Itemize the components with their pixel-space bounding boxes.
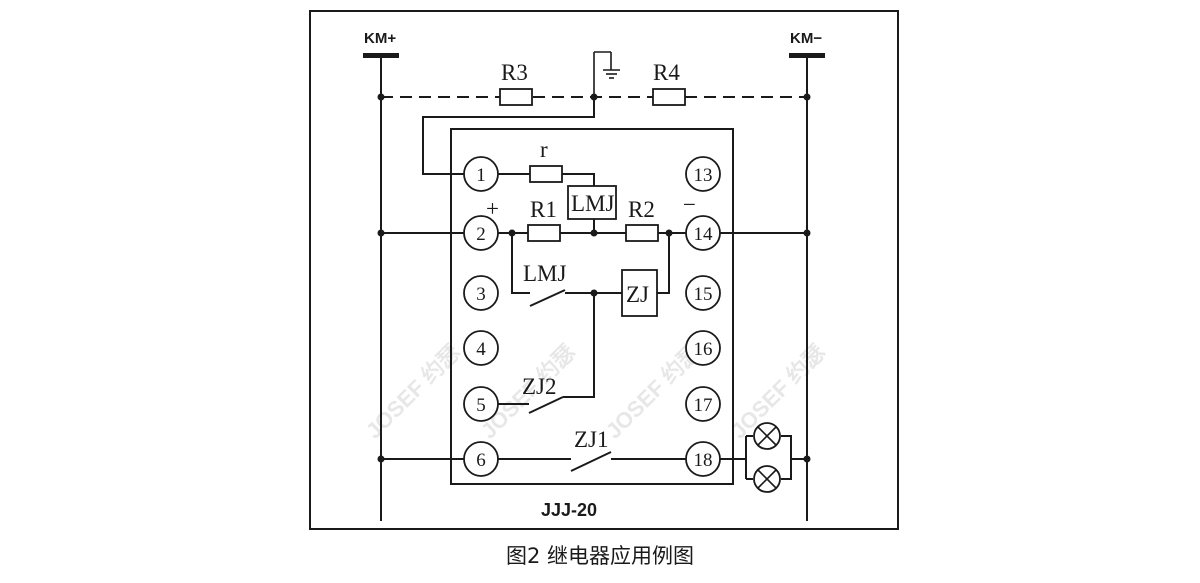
lmj-coil-label: LMJ (571, 191, 615, 216)
watermark-1: JOSEF 约瑟 (361, 339, 465, 443)
terminal-18: 18 (685, 441, 721, 477)
resistor-r3 (499, 88, 533, 106)
resistor-r1-label: R1 (530, 197, 557, 222)
resistor-r4-label: R4 (653, 60, 680, 85)
terminal-1: 1 (463, 156, 499, 192)
svg-text:2: 2 (476, 224, 486, 245)
terminal-4: 4 (463, 330, 499, 366)
terminal-13: 13 (685, 156, 721, 192)
lamp-icon-lower (753, 465, 781, 493)
lmj-contact-label: LMJ (523, 261, 567, 286)
zj2-contact (528, 396, 564, 414)
ground-icon (593, 51, 620, 97)
svg-text:4: 4 (476, 339, 486, 360)
lmj-contact (529, 289, 566, 307)
terminal-15: 15 (685, 275, 721, 311)
svg-text:15: 15 (694, 284, 713, 305)
positive-bus-label: KM+ (364, 30, 396, 47)
svg-text:6: 6 (476, 450, 486, 471)
svg-text:18: 18 (694, 450, 713, 471)
zj1-contact (570, 451, 612, 472)
relay-housing (450, 128, 734, 485)
zj2-contact-label: ZJ2 (522, 374, 557, 399)
outer-frame (309, 10, 899, 530)
zj1-contact-label: ZJ1 (574, 427, 609, 452)
lmj-coil (567, 185, 617, 220)
resistor-r1 (527, 224, 561, 242)
minus-sign: − (683, 192, 696, 217)
resistor-r2 (625, 224, 659, 242)
relay-model-label: JJJ-20 (541, 500, 597, 520)
svg-text:1: 1 (476, 165, 486, 186)
zj-coil-label: ZJ (626, 282, 649, 307)
resistor-r2-label: R2 (628, 197, 655, 222)
resistor-r-label: r (540, 137, 548, 162)
lamp-icon-upper (753, 422, 781, 450)
svg-text:3: 3 (476, 284, 486, 305)
terminal-3: 3 (463, 275, 499, 311)
svg-text:14: 14 (694, 224, 714, 245)
negative-bus-label: KM− (790, 30, 822, 47)
resistor-r (529, 165, 563, 183)
positive-bus: KM+ (363, 30, 399, 521)
figure-caption: 图2 继电器应用例图 (505, 544, 695, 568)
terminal-17: 17 (685, 386, 721, 422)
svg-text:13: 13 (694, 165, 713, 186)
terminal-2: 2 (463, 215, 499, 251)
terminal-6: 6 (463, 441, 499, 477)
negative-bus: KM− (789, 30, 825, 521)
resistor-r4 (652, 88, 686, 106)
svg-text:17: 17 (694, 395, 713, 416)
svg-text:16: 16 (694, 339, 713, 360)
terminal-5: 5 (463, 386, 499, 422)
terminal-16: 16 (685, 330, 721, 366)
terminal-14: 14 (685, 215, 721, 251)
plus-sign: + (486, 196, 499, 221)
resistor-r3-label: R3 (501, 60, 528, 85)
svg-text:5: 5 (476, 395, 486, 416)
